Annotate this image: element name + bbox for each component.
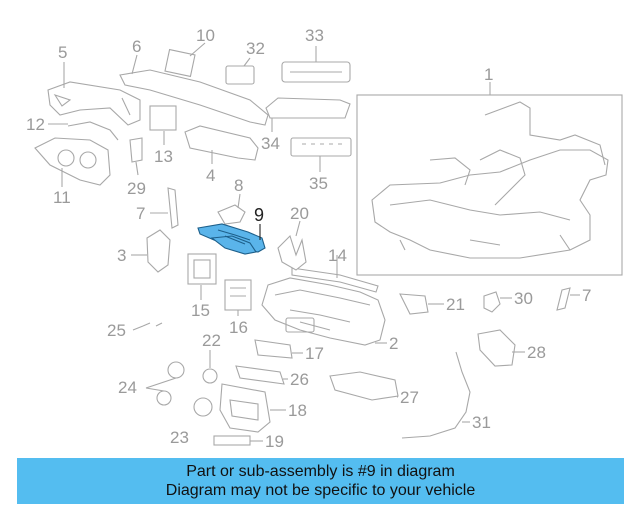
part-34 <box>265 97 351 119</box>
callout-23: 23 <box>170 428 189 447</box>
part-35 <box>290 137 352 157</box>
callout-34: 34 <box>261 134 280 153</box>
part-18 <box>219 383 271 433</box>
part-14 <box>291 267 379 293</box>
banner-line-1: Part or sub-assembly is #9 in diagram <box>186 463 455 480</box>
callout-30: 30 <box>514 289 533 308</box>
callout-35: 35 <box>309 174 328 193</box>
part-21 <box>399 293 429 315</box>
part-25 <box>142 322 163 327</box>
callout-26: 26 <box>290 370 309 389</box>
leader-lines <box>48 42 580 442</box>
callout-21: 21 <box>446 295 465 314</box>
part-20 <box>277 234 307 271</box>
part-10 <box>164 48 196 78</box>
callout-3: 3 <box>117 246 126 265</box>
callout-16: 16 <box>229 318 248 337</box>
part-2-lower-panel <box>261 277 386 346</box>
part-3 <box>146 229 171 273</box>
callout-28: 28 <box>527 343 546 362</box>
part-4 <box>184 125 259 161</box>
part-19 <box>213 435 251 446</box>
callout-19: 19 <box>265 432 284 451</box>
part-16 <box>224 279 252 311</box>
callout-33: 33 <box>305 26 324 45</box>
callout-17: 17 <box>305 344 324 363</box>
callout-24: 24 <box>118 378 137 397</box>
callout-10: 10 <box>196 26 215 45</box>
part-15 <box>187 253 217 285</box>
callout-6: 6 <box>132 37 141 56</box>
part-28 <box>477 329 516 367</box>
callout-labels: 1 2 3 4 5 6 7 7 8 9 10 11 12 13 14 15 16… <box>26 26 591 451</box>
part-9-highlighted <box>197 223 266 255</box>
callout-4: 4 <box>206 166 215 185</box>
callout-22: 22 <box>202 331 221 350</box>
part-1-dash-frame <box>356 94 623 276</box>
callout-29: 29 <box>127 179 146 198</box>
info-banner: Part or sub-assembly is #9 in diagram Di… <box>17 458 624 504</box>
part-23 <box>193 397 213 417</box>
part-24b <box>156 390 172 406</box>
part-6 <box>119 69 269 126</box>
callout-5: 5 <box>58 43 67 62</box>
part-22 <box>202 368 218 384</box>
banner-line-2: Diagram may not be specific to your vehi… <box>165 482 476 499</box>
callout-11: 11 <box>53 188 71 207</box>
callout-20: 20 <box>290 204 309 223</box>
callout-7b: 7 <box>582 286 591 305</box>
callout-8: 8 <box>234 176 243 195</box>
part-7a <box>167 187 179 229</box>
part-30 <box>483 291 501 313</box>
callout-31: 31 <box>472 413 491 432</box>
part-32 <box>225 65 255 85</box>
part-26 <box>235 365 285 385</box>
callout-2: 2 <box>389 334 398 353</box>
part-11 <box>34 137 111 186</box>
part-13 <box>149 105 177 131</box>
part-24a <box>167 361 185 379</box>
part-31 <box>401 351 471 439</box>
callout-18: 18 <box>288 401 307 420</box>
callout-25: 25 <box>107 321 126 340</box>
part-7b <box>556 287 571 311</box>
callout-7a: 7 <box>136 204 145 223</box>
callout-15: 15 <box>191 301 210 320</box>
callout-1: 1 <box>484 65 493 84</box>
part-5 <box>47 81 141 126</box>
part-29 <box>129 137 143 163</box>
callout-12: 12 <box>26 115 45 134</box>
part-27 <box>329 371 399 401</box>
callout-13: 13 <box>154 147 173 166</box>
part-8 <box>217 204 246 225</box>
callout-32: 32 <box>246 39 265 58</box>
part-12 <box>67 121 119 141</box>
callout-14: 14 <box>328 246 347 265</box>
parts-diagram: 1 2 3 4 5 6 7 7 8 9 10 11 12 13 14 15 16… <box>26 26 623 451</box>
part-17 <box>254 339 293 359</box>
callout-27: 27 <box>400 388 419 407</box>
callout-9: 9 <box>254 205 264 225</box>
